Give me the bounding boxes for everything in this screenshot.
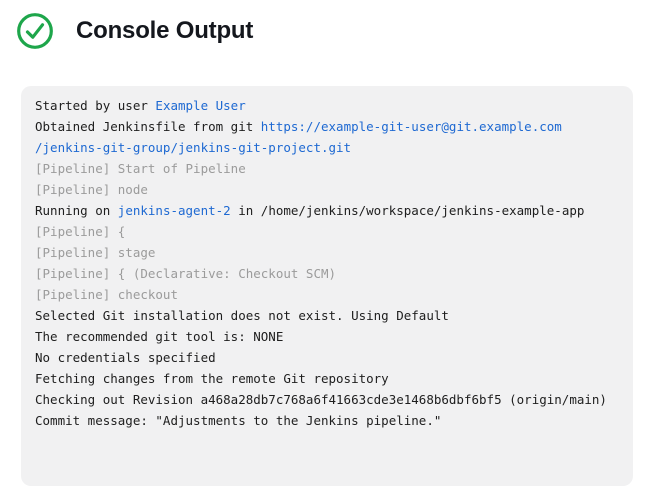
console-text: Commit message: "Adjustments to the Jenk… xyxy=(35,413,442,428)
console-link[interactable]: https://example-git-user@git.example.com xyxy=(260,119,562,134)
console-line: Running on jenkins-agent-2 in /home/jenk… xyxy=(35,200,619,221)
console-text: No credentials specified xyxy=(35,350,216,365)
console-link[interactable]: Example User xyxy=(155,98,246,113)
console-line: [Pipeline] { xyxy=(35,221,619,242)
console-line: [Pipeline] node xyxy=(35,179,619,200)
console-line: Obtained Jenkinsfile from git https://ex… xyxy=(35,116,619,137)
console-text: Selected Git installation does not exist… xyxy=(35,308,449,323)
console-line: [Pipeline] checkout xyxy=(35,284,619,305)
console-text: [Pipeline] { (Declarative: Checkout SCM) xyxy=(35,266,337,281)
console-line: The recommended git tool is: NONE xyxy=(35,326,619,347)
console-link[interactable]: jenkins-agent-2 xyxy=(117,203,231,218)
console-text: in /home/jenkins/workspace/jenkins-examp… xyxy=(230,203,585,218)
console-line: Fetching changes from the remote Git rep… xyxy=(35,368,619,389)
console-text: [Pipeline] checkout xyxy=(35,287,178,302)
header: Console Output xyxy=(16,12,253,50)
console-text: [Pipeline] node xyxy=(35,182,148,197)
console-line: [Pipeline] Start of Pipeline xyxy=(35,158,619,179)
console-line: Selected Git installation does not exist… xyxy=(35,305,619,326)
console-line: No credentials specified xyxy=(35,347,619,368)
console-text: Started by user xyxy=(35,98,156,113)
check-circle-svg xyxy=(17,13,53,49)
page-title: Console Output xyxy=(76,17,254,44)
console-line: Checking out Revision a468a28db7c768a6f4… xyxy=(35,389,619,410)
console-text: Checking out Revision a468a28db7c768a6f4… xyxy=(35,392,607,407)
console-text: Fetching changes from the remote Git rep… xyxy=(35,371,389,386)
console-line: Commit message: "Adjustments to the Jenk… xyxy=(35,410,619,431)
console-text: Running on xyxy=(35,203,118,218)
console-line: [Pipeline] stage xyxy=(35,242,619,263)
console-text: [Pipeline] stage xyxy=(35,245,156,260)
console-text: [Pipeline] { xyxy=(35,224,126,239)
console-line: /jenkins-git-group/jenkins-git-project.g… xyxy=(35,137,619,158)
console-link[interactable]: /jenkins-git-group/jenkins-git-project.g… xyxy=(35,140,352,155)
console-line: Started by user Example User xyxy=(35,95,619,116)
console-line: [Pipeline] { (Declarative: Checkout SCM) xyxy=(35,263,619,284)
success-check-circle-icon xyxy=(16,12,54,50)
console-text: [Pipeline] Start of Pipeline xyxy=(35,161,246,176)
console-text: The recommended git tool is: NONE xyxy=(35,329,284,344)
console-text: Obtained Jenkinsfile from git xyxy=(35,119,261,134)
